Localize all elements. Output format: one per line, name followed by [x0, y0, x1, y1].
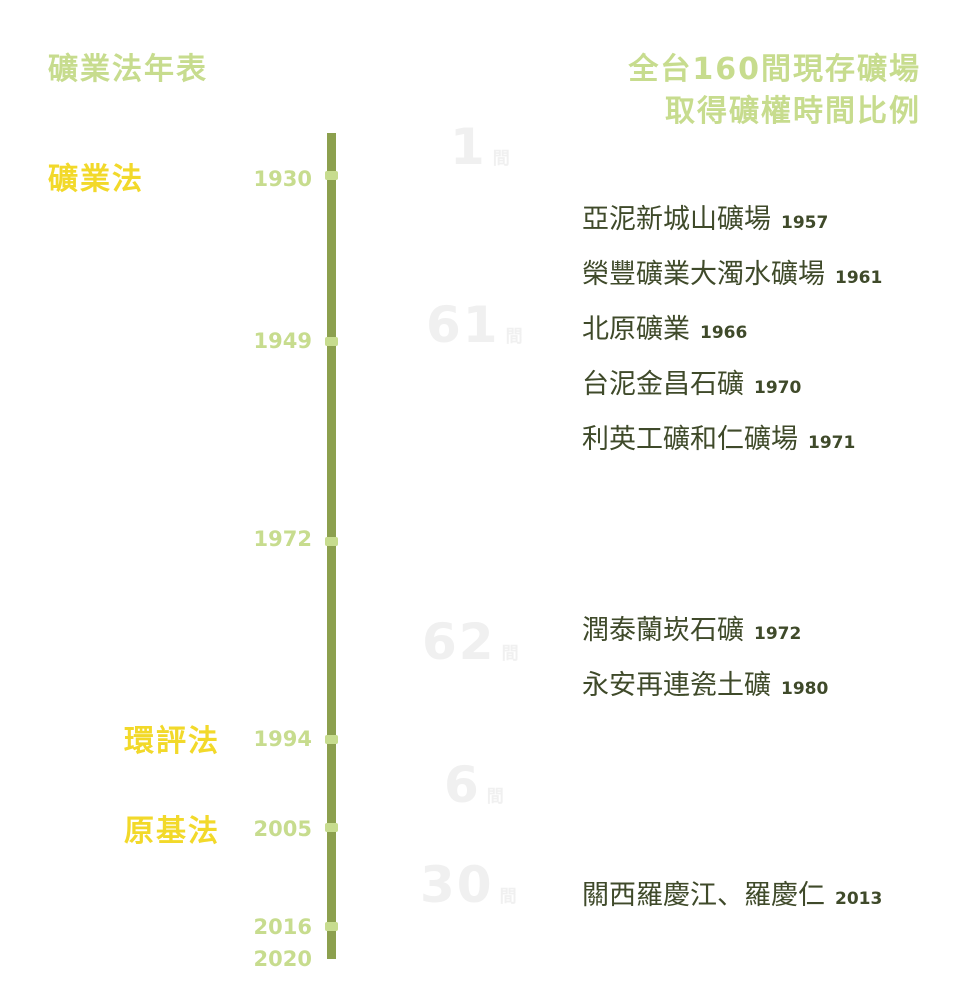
left-title: 礦業法年表: [48, 52, 208, 87]
mine-year: 1971: [808, 433, 856, 453]
mine-name: 北原礦業: [582, 314, 690, 345]
count-number: 6: [444, 756, 481, 814]
tick-1949: [325, 337, 338, 346]
mine-year: 1972: [754, 624, 802, 644]
mine-name: 關西羅慶江、羅慶仁: [582, 880, 825, 911]
law-label: 礦業法: [48, 162, 144, 197]
tick-1930: [325, 171, 338, 180]
mine-entry: 永安再連瓷土礦 1980: [582, 663, 828, 702]
mine-name: 亞泥新城山礦場: [582, 204, 771, 235]
count-unit: 間: [486, 787, 504, 807]
mine-name: 榮豐礦業大濁水礦場: [582, 259, 825, 290]
mine-entry: 北原礦業 1966: [582, 307, 747, 346]
count-unit: 間: [499, 887, 517, 907]
mine-year: 1961: [835, 268, 883, 288]
count-number: 62: [422, 613, 496, 671]
mine-year: 1970: [754, 378, 802, 398]
mine-entry: 關西羅慶江、羅慶仁 2013: [582, 873, 882, 912]
count-unit: 間: [501, 644, 519, 664]
right-title-line-2: 取得礦權時間比例: [665, 94, 921, 129]
year-label: 2020: [253, 947, 312, 971]
year-label: 1972: [253, 527, 312, 551]
count-number: 61: [426, 296, 500, 354]
count-unit: 間: [492, 149, 510, 169]
right-title-line-1: 全台160間現存礦場: [628, 52, 921, 87]
year-label: 2005: [253, 817, 312, 841]
mine-entry: 潤泰蘭崁石礦 1972: [582, 608, 801, 647]
count-label: 30 間: [420, 856, 517, 914]
law-label: 原基法: [124, 814, 220, 849]
mine-name: 利英工礦和仁礦場: [582, 424, 798, 455]
timeline-axis: [327, 133, 336, 959]
mine-year: 1966: [700, 323, 748, 343]
mine-entry: 台泥金昌石礦 1970: [582, 362, 801, 401]
year-label: 1930: [253, 167, 312, 191]
count-label: 61 間: [426, 296, 523, 354]
mine-year: 1980: [781, 679, 829, 699]
count-number: 1: [450, 118, 487, 176]
count-label: 1 間: [450, 118, 510, 176]
count-label: 6 間: [444, 756, 504, 814]
mine-name: 潤泰蘭崁石礦: [582, 615, 744, 646]
tick-1972: [325, 537, 338, 546]
tick-1994: [325, 735, 338, 744]
year-label: 2016: [253, 915, 312, 939]
count-label: 62 間: [422, 613, 519, 671]
year-label: 1994: [253, 727, 312, 751]
tick-2016: [325, 922, 338, 931]
mine-name: 永安再連瓷土礦: [582, 670, 771, 701]
count-number: 30: [420, 856, 494, 914]
mine-entry: 亞泥新城山礦場 1957: [582, 197, 828, 236]
mine-entry: 利英工礦和仁礦場 1971: [582, 417, 855, 456]
tick-2005: [325, 823, 338, 832]
mine-entry: 榮豐礦業大濁水礦場 1961: [582, 252, 882, 291]
law-label: 環評法: [124, 724, 220, 759]
mine-year: 1957: [781, 213, 829, 233]
year-label: 1949: [253, 329, 312, 353]
mine-name: 台泥金昌石礦: [582, 369, 744, 400]
mine-year: 2013: [835, 889, 883, 909]
count-unit: 間: [505, 327, 523, 347]
